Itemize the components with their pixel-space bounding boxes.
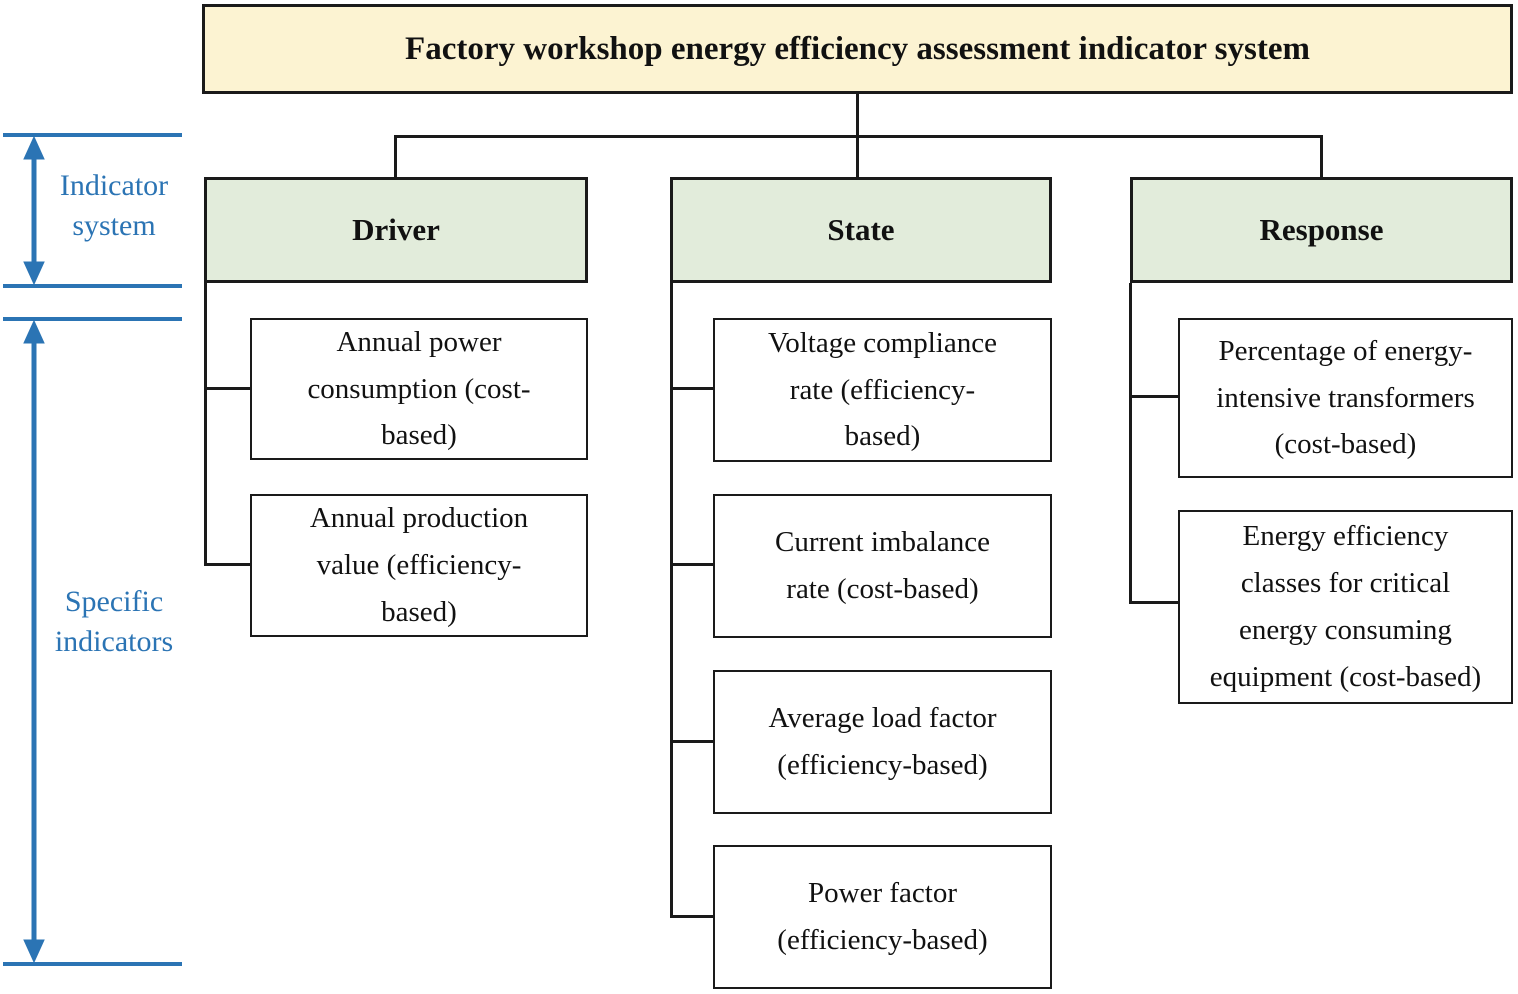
diagram-title: Factory workshop energy efficiency asses… [405,30,1310,67]
item-label: Annual power consumption (cost- based) [307,325,531,452]
connector-drop-response [1320,135,1323,178]
response-header-box: Response [1130,177,1513,283]
connector-drop-driver [394,135,397,178]
item-label: Percentage of energy- intensive transfor… [1216,334,1475,461]
item-label: Voltage compliance rate (efficiency- bas… [768,326,997,453]
response-item-energy-intensive-transformers: Percentage of energy- intensive transfor… [1178,318,1513,478]
connector-state-stub-3 [670,740,713,743]
connector-driver-stub-2 [204,563,250,566]
connector-state-stub-2 [670,563,713,566]
item-label: Current imbalance rate (cost-based) [775,526,990,605]
diagram-title-box: Factory workshop energy efficiency asses… [202,4,1513,94]
state-header-box: State [670,177,1052,283]
item-label: Average load factor (efficiency-based) [768,702,997,781]
connector-response-stub-1 [1129,395,1178,398]
connector-response-spine [1129,283,1132,604]
state-item-power-factor: Power factor (efficiency-based) [713,845,1052,989]
driver-item-annual-production-value: Annual production value (efficiency- bas… [250,494,588,637]
connector-state-spine [670,283,673,918]
connector-driver-stub-1 [204,387,250,390]
response-item-energy-efficiency-classes: Energy efficiency classes for critical e… [1178,510,1513,704]
driver-header-box: Driver [204,177,588,283]
connector-driver-spine [204,283,207,566]
driver-header-label: Driver [352,212,440,247]
item-label: Energy efficiency classes for critical e… [1209,520,1482,693]
connector-state-stub-1 [670,387,713,390]
item-label: Power factor (efficiency-based) [777,877,988,956]
state-header-label: State [827,212,895,247]
driver-item-annual-power-consumption: Annual power consumption (cost- based) [250,318,588,460]
connector-response-stub-2 [1129,601,1178,604]
connector-state-stub-4 [670,915,713,918]
state-item-current-imbalance-rate: Current imbalance rate (cost-based) [713,494,1052,638]
indicator-system-label: Indicator system [59,169,169,242]
item-label: Annual production value (efficiency- bas… [309,502,529,628]
connector-drop-state [856,135,859,178]
specific-indicators-label: Specific indicators [54,585,174,658]
connector-title-vertical [856,92,859,137]
state-item-average-load-factor: Average load factor (efficiency-based) [713,670,1052,814]
response-header-label: Response [1259,212,1384,247]
state-item-voltage-compliance-rate: Voltage compliance rate (efficiency- bas… [713,318,1052,462]
